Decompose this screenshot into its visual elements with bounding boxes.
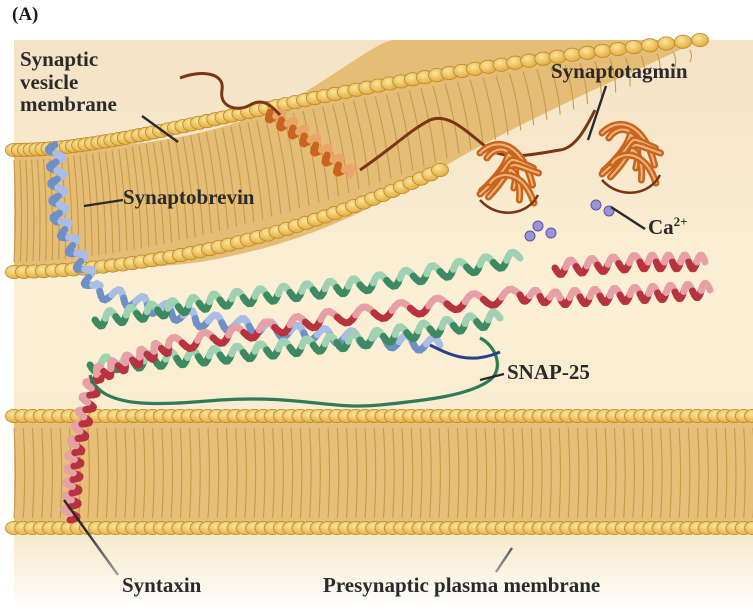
calcium-ion xyxy=(546,228,556,238)
calcium-ion xyxy=(533,221,543,231)
label-line: membrane xyxy=(20,93,117,116)
lipid-head xyxy=(579,46,596,59)
lipid-head xyxy=(658,37,675,50)
plasma-membrane-upper-leaflet xyxy=(6,409,753,422)
label-calcium: Ca2+ xyxy=(648,215,688,239)
label-line: Synaptic xyxy=(20,48,117,71)
lipid-head xyxy=(625,41,642,54)
helix-segment xyxy=(558,294,560,298)
calcium-ion xyxy=(525,231,535,241)
helix-segment xyxy=(517,254,520,258)
label-syntaxin: Syntaxin xyxy=(122,574,201,597)
helix-segment xyxy=(438,341,440,345)
calcium-ion xyxy=(591,200,601,210)
lipid-head xyxy=(610,42,627,55)
label-synaptobrevin: Synaptobrevin xyxy=(123,186,255,209)
label-presynaptic-plasma-membrane: Presynaptic plasma membrane xyxy=(323,574,600,597)
helix-segment xyxy=(703,258,705,262)
helix-segment xyxy=(350,171,352,175)
helix-segment xyxy=(497,314,500,318)
calcium-symbol: Ca xyxy=(648,215,674,239)
label-synaptotagmin: Synaptotagmin xyxy=(551,60,688,83)
lipid-head xyxy=(675,35,692,48)
label-line: vesicle xyxy=(20,71,117,94)
label-synaptic-vesicle-membrane: Synaptic vesicle membrane xyxy=(20,48,117,116)
calcium-charge: 2+ xyxy=(674,214,688,229)
label-snap25: SNAP-25 xyxy=(507,361,590,384)
lipid-head xyxy=(594,44,611,57)
lipid-head xyxy=(641,39,658,52)
lipid-head xyxy=(432,163,449,176)
helix-segment xyxy=(708,286,710,290)
panel-label: (A) xyxy=(12,4,38,26)
lipid-head xyxy=(692,33,709,46)
